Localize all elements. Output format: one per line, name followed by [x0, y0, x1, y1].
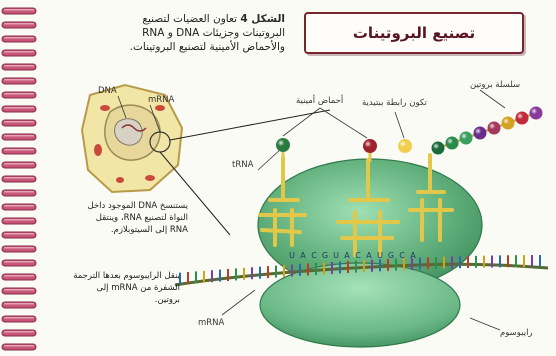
codon-letter: A: [410, 251, 416, 260]
ribosome-note: ينقل الرايبوسوم بعدها الترجمة الشفرة من …: [70, 270, 180, 306]
codon-letter: U: [289, 251, 295, 260]
label-mrna-bottom: mRNA: [198, 318, 224, 328]
organelle: [100, 105, 110, 111]
label-polypeptide: سلسلة بروتين: [470, 80, 520, 90]
label-mrna-top: mRNA: [148, 95, 174, 105]
codon-letter: A: [344, 251, 350, 260]
codon-letter: C: [355, 251, 361, 260]
label-ribosome: رايبوسوم: [500, 328, 533, 338]
nucleus-note: يستنسخ DNA الموجود داخل النواة لتصنيع RN…: [78, 200, 188, 236]
codon-letter: C: [399, 251, 405, 260]
codon-letter: G: [388, 251, 394, 260]
codon-letter: U: [333, 251, 339, 260]
label-peptide-bond: تكون رابطة ببتيدية: [362, 98, 427, 108]
organelle: [155, 105, 165, 111]
polypeptide-chain: [432, 107, 543, 155]
label-amino-acids: أحماض أمينية: [296, 96, 343, 106]
codon-letter: C: [311, 251, 317, 260]
codon-letter: A: [366, 251, 372, 260]
ribosome-small-subunit: [260, 263, 460, 347]
label-trna: tRNA: [232, 160, 253, 170]
organelle: [145, 175, 155, 181]
organelle: [94, 144, 102, 156]
organelle: [116, 177, 124, 183]
codon-letter: A: [300, 251, 306, 260]
label-dna: DNA: [98, 86, 117, 96]
codon-letter: G: [322, 251, 328, 260]
codon-letter: U: [377, 251, 383, 260]
zoom-line: [170, 110, 330, 140]
